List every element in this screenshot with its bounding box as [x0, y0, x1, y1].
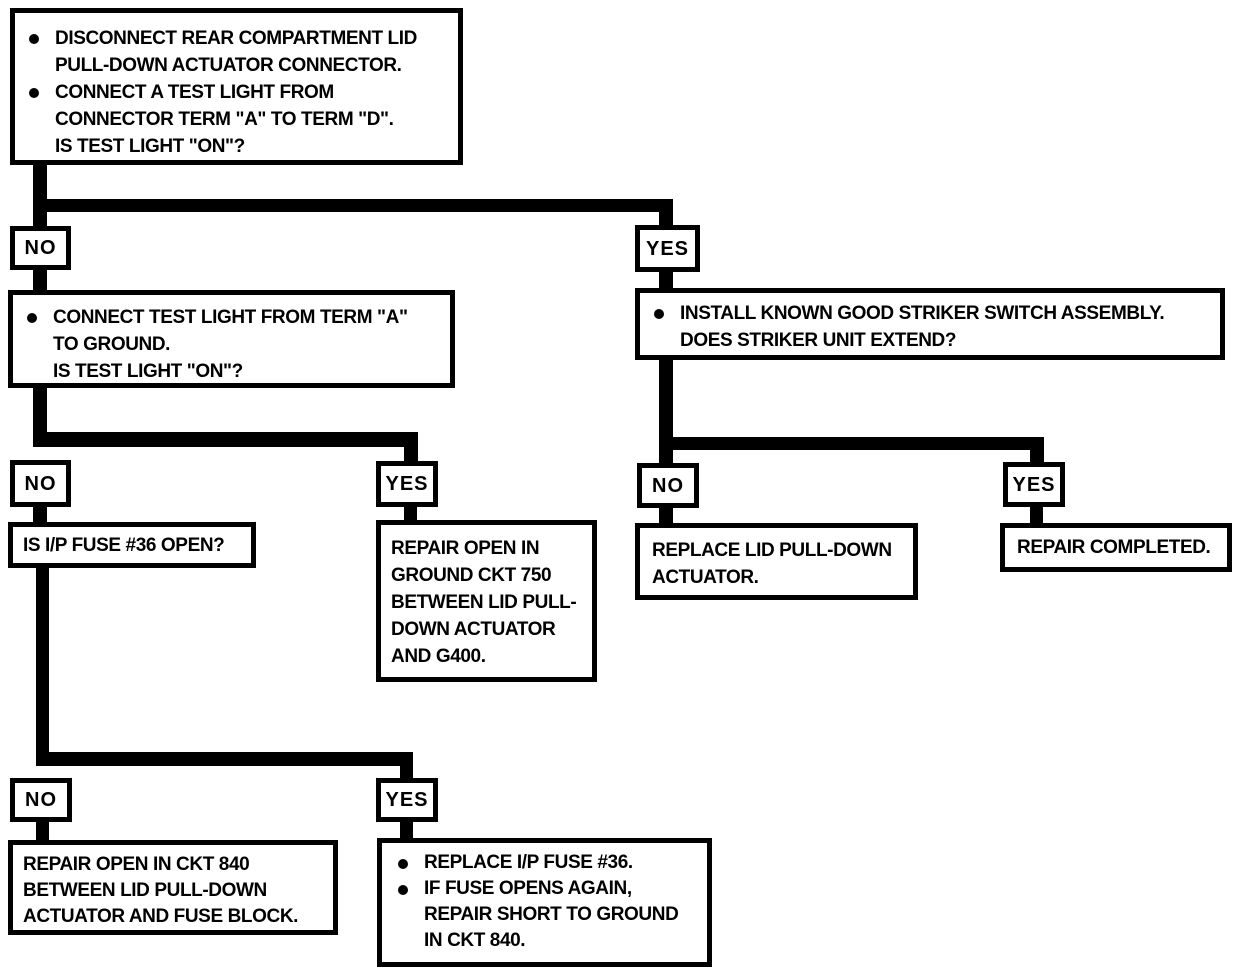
bullet-icon [27, 313, 37, 323]
decision-label-yes-2: YES [376, 461, 438, 507]
text-line: REPLACE I/P FUSE #36. [424, 852, 633, 873]
text-line: REPAIR OPEN IN [391, 538, 540, 559]
connector-striker-trunk [659, 358, 673, 467]
node-replace-actuator: REPLACE LID PULL-DOWN ACTUATOR. [635, 523, 918, 600]
node-test-ground: CONNECT TEST LIGHT FROM TERM "A" TO GROU… [8, 290, 455, 388]
bullet-icon [654, 309, 664, 319]
text-line: BETWEEN LID PULL-DOWN [23, 880, 267, 901]
text-line: CONNECT A TEST LIGHT FROM [55, 82, 334, 103]
text-line: GROUND CKT 750 [391, 565, 552, 586]
text-line: ACTUATOR. [652, 567, 759, 588]
connector-fuse-trunk [36, 566, 49, 766]
text-line: IF FUSE OPENS AGAIN, [424, 878, 632, 899]
text-line: REPAIR COMPLETED. [1017, 537, 1211, 558]
connector-no1-stub [33, 268, 47, 294]
connector-start-trunk [33, 163, 47, 230]
text-line: BETWEEN LID PULL- [391, 592, 577, 613]
decision-label-no-2: NO [10, 460, 71, 507]
node-start: DISCONNECT REAR COMPARTMENT LID PULL-DOW… [10, 8, 463, 165]
text-line: INSTALL KNOWN GOOD STRIKER SWITCH ASSEMB… [680, 303, 1165, 324]
decision-label-yes-1: YES [635, 225, 700, 272]
decision-label-yes-3: YES [376, 778, 438, 822]
connector-no3-stub [36, 820, 49, 844]
connector-yes2-stub [404, 505, 417, 524]
decision-label-no-4: NO [637, 463, 699, 508]
text-line: DISCONNECT REAR COMPARTMENT LID [55, 28, 417, 49]
decision-label-yes-4: YES [1003, 462, 1065, 507]
node-repair-ckt840: REPAIR OPEN IN CKT 840 BETWEEN LID PULL-… [8, 840, 338, 935]
connector-yes1-stub [659, 270, 673, 292]
connector-branch-bar-1 [33, 199, 673, 212]
connector-yes4-drop [1030, 437, 1044, 466]
connector-yes1-drop [659, 199, 673, 229]
text-line: PULL-DOWN ACTUATOR CONNECTOR. [55, 55, 402, 76]
connector-yes3-drop [400, 752, 413, 782]
bullet-icon [398, 885, 408, 895]
connector-testground-trunk [33, 386, 47, 447]
node-fuse-question: IS I/P FUSE #36 OPEN? [8, 522, 256, 568]
node-repair-completed: REPAIR COMPLETED. [1000, 523, 1232, 572]
bullet-row: CONNECT TEST LIGHT FROM TERM "A" TO GROU… [13, 304, 450, 385]
connector-branch-bar-3 [36, 752, 413, 766]
text-line: ACTUATOR AND FUSE BLOCK. [23, 906, 299, 927]
text-line: DOES STRIKER UNIT EXTEND? [680, 330, 957, 351]
text-line: REPLACE LID PULL-DOWN [652, 540, 892, 561]
connector-yes3-stub [400, 820, 413, 842]
connector-no4-stub [659, 506, 673, 527]
bullet-row: CONNECT A TEST LIGHT FROM CONNECTOR TERM… [15, 79, 458, 160]
connector-branch-bar-4 [659, 437, 1044, 450]
text-line: IN CKT 840. [424, 930, 526, 951]
node-striker-switch: INSTALL KNOWN GOOD STRIKER SWITCH ASSEMB… [635, 288, 1225, 360]
text-line: AND G400. [391, 646, 486, 667]
connector-yes2-drop [404, 432, 418, 465]
text-line: TO GROUND. [53, 334, 171, 355]
node-repair-ckt750: REPAIR OPEN IN GROUND CKT 750 BETWEEN LI… [376, 520, 597, 682]
decision-label-no-3: NO [10, 778, 72, 822]
text-line: CONNECTOR TERM "A" TO TERM "D". [55, 109, 394, 130]
connector-no2-stub [33, 505, 47, 526]
text-line: REPAIR SHORT TO GROUND [424, 904, 679, 925]
bullet-icon [29, 88, 39, 98]
bullet-row: IF FUSE OPENS AGAIN, REPAIR SHORT TO GRO… [384, 876, 707, 954]
text-line: CONNECT TEST LIGHT FROM TERM "A" [53, 307, 408, 328]
connector-branch-bar-2 [33, 432, 418, 447]
decision-label-no-1: NO [10, 226, 71, 270]
bullet-row: REPLACE I/P FUSE #36. [384, 850, 707, 876]
text-line: REPAIR OPEN IN CKT 840 [23, 854, 250, 875]
connector-yes4-stub [1030, 505, 1043, 527]
text-line: IS TEST LIGHT "ON"? [55, 136, 245, 157]
bullet-row: DISCONNECT REAR COMPARTMENT LID PULL-DOW… [15, 25, 458, 79]
text-line: IS I/P FUSE #36 OPEN? [23, 534, 225, 556]
bullet-icon [29, 34, 39, 44]
node-replace-fuse: REPLACE I/P FUSE #36. IF FUSE OPENS AGAI… [377, 838, 712, 967]
text-line: DOWN ACTUATOR [391, 619, 556, 640]
text-line: IS TEST LIGHT "ON"? [53, 361, 243, 382]
bullet-row: INSTALL KNOWN GOOD STRIKER SWITCH ASSEMB… [640, 300, 1220, 354]
bullet-icon [398, 859, 408, 869]
